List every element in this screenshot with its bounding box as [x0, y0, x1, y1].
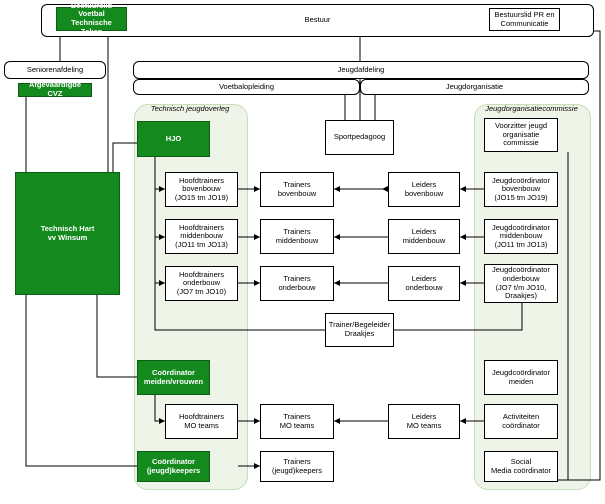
trainers-upper: Trainers bovenbouw — [260, 172, 334, 207]
youth-coordinator-girls: Jeugdcoördinator meiden — [484, 360, 558, 395]
head-trainers-mo: Hoofdtrainers MO teams — [165, 404, 238, 439]
technical-heart: Technisch Hart vv Winsum — [15, 172, 120, 295]
board-member-pr: Bestuurslid PR en Communicatie — [489, 8, 560, 31]
head-trainers-upper: Hoofdtrainers bovenbouw (JO15 tm JO19) — [165, 172, 238, 207]
trainers-lower: Trainers onderbouw — [260, 266, 334, 301]
trainers-mo: Trainers MO teams — [260, 404, 334, 439]
youth-coordinator-middle: Jeugdcoördinator middenbouw (JO11 tm JO1… — [484, 219, 558, 254]
youth-organisation: Jeugdorganisatie — [360, 79, 589, 95]
leaders-lower: Leiders onderbouw — [388, 266, 460, 301]
youth-coordinator-lower: Jeugdcoördinator onderbouw (JO7 t/m JO10… — [484, 264, 558, 303]
commission-group-label: Jeugdorganisatiecommissie — [485, 104, 578, 113]
delegated-cvz: Afgevaardigde CVZ — [18, 81, 92, 98]
sport-pedagogue: Sportpedagoog — [325, 120, 394, 155]
leaders-middle: Leiders middenbouw — [388, 219, 460, 254]
board-member-technical: Bestuurslid Voetbal Technische Zaken — [56, 1, 127, 35]
leaders-upper: Leiders bovenbouw — [388, 172, 460, 207]
coordinator-keepers: Coördinator (jeugd)keepers — [137, 451, 210, 482]
youth-training: Voetbalopleiding — [133, 79, 360, 95]
trainers-keepers: Trainers (jeugd)keepers — [260, 451, 334, 482]
youth-coordinator-upper: Jeugdcoördinator bovenbouw (JO15 tm JO19… — [484, 172, 558, 207]
leaders-mo: Leiders MO teams — [388, 404, 460, 439]
trainers-middle: Trainers middenbouw — [260, 219, 334, 254]
trainer-drakes: Trainer/Begeleider Draakjes — [325, 313, 394, 347]
activities-coordinator: Activiteiten coördinator — [484, 404, 558, 439]
head-trainers-middle: Hoofdtrainers middenbouw (JO11 tm JO13) — [165, 219, 238, 254]
commission-chair: Voorzitter jeugd organisatie commissie — [484, 118, 558, 152]
senior-department: Seniorenafdeling — [4, 61, 106, 79]
hjo-node: HJO — [137, 121, 210, 157]
social-media-coordinator: Social Media coördinator — [484, 451, 558, 482]
youth-department: Jeugdafdeling — [133, 61, 589, 79]
coordinator-women: Coördinator meiden/vrouwen — [137, 360, 210, 395]
technical-group-label: Technisch jeugdoverleg — [150, 104, 230, 113]
head-trainers-lower: Hoofdtrainers onderbouw (JO7 tm JO10) — [165, 266, 238, 301]
